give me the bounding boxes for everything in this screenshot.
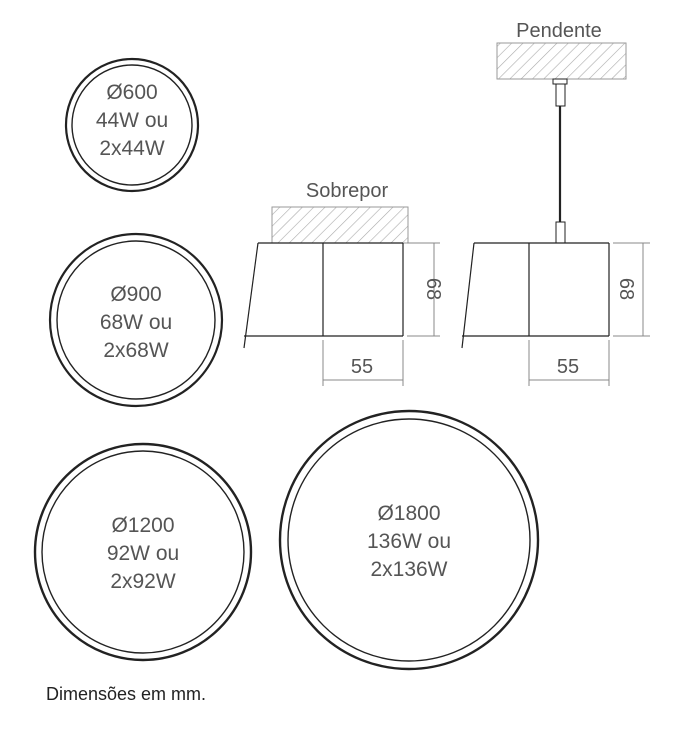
ring-inner [41, 450, 245, 654]
diameter-label: Ø1800 [377, 502, 440, 525]
luminaire-1800: Ø1800 136W ou 2x136W [278, 409, 540, 671]
power-alt-label: 2x136W [370, 558, 447, 581]
power-alt-label: 2x92W [110, 570, 176, 593]
pendant-label: Pendente [516, 20, 602, 42]
ceiling-hatch [271, 206, 409, 244]
luminaire-900: Ø900 68W ou 2x68W [48, 232, 224, 408]
luminaire-1200: Ø1200 92W ou 2x92W [33, 442, 253, 662]
canopy [552, 78, 568, 85]
ring-inner [71, 64, 193, 186]
power-label: 92W ou [107, 542, 179, 565]
pendant-view: Pendente 68 55 [461, 20, 650, 386]
surface-mount-label: Sobrepor [306, 180, 389, 202]
power-label: 44W ou [96, 109, 168, 132]
power-alt-label: 2x68W [103, 339, 169, 362]
ring-outer [64, 57, 200, 193]
diameter-label: Ø600 [106, 81, 157, 104]
width-dimension: 55 [351, 356, 373, 378]
power-label: 68W ou [100, 311, 172, 334]
ring-inner [287, 418, 531, 662]
diameter-label: Ø1200 [111, 514, 174, 537]
power-alt-label: 2x44W [99, 137, 165, 160]
body-cut-edge [243, 242, 259, 349]
ring-outer [48, 232, 224, 408]
ring-outer [278, 409, 540, 671]
width-dimension: 55 [557, 356, 579, 378]
cable-gland-top [555, 83, 566, 107]
units-note: Dimensões em mm. [46, 684, 206, 704]
body-cut-edge [461, 242, 475, 349]
ring-outer [33, 442, 253, 662]
luminaire-600: Ø600 44W ou 2x44W [64, 57, 200, 193]
cable-gland-bottom [555, 221, 566, 244]
power-label: 136W ou [367, 530, 451, 553]
ring-inner [56, 240, 216, 400]
diameter-label: Ø900 [110, 283, 161, 306]
height-dimension: 68 [422, 278, 444, 300]
height-dimension: 68 [615, 278, 637, 300]
ceiling-hatch [496, 42, 627, 80]
surface-mount-view: Sobrepor 68 55 [243, 180, 444, 386]
